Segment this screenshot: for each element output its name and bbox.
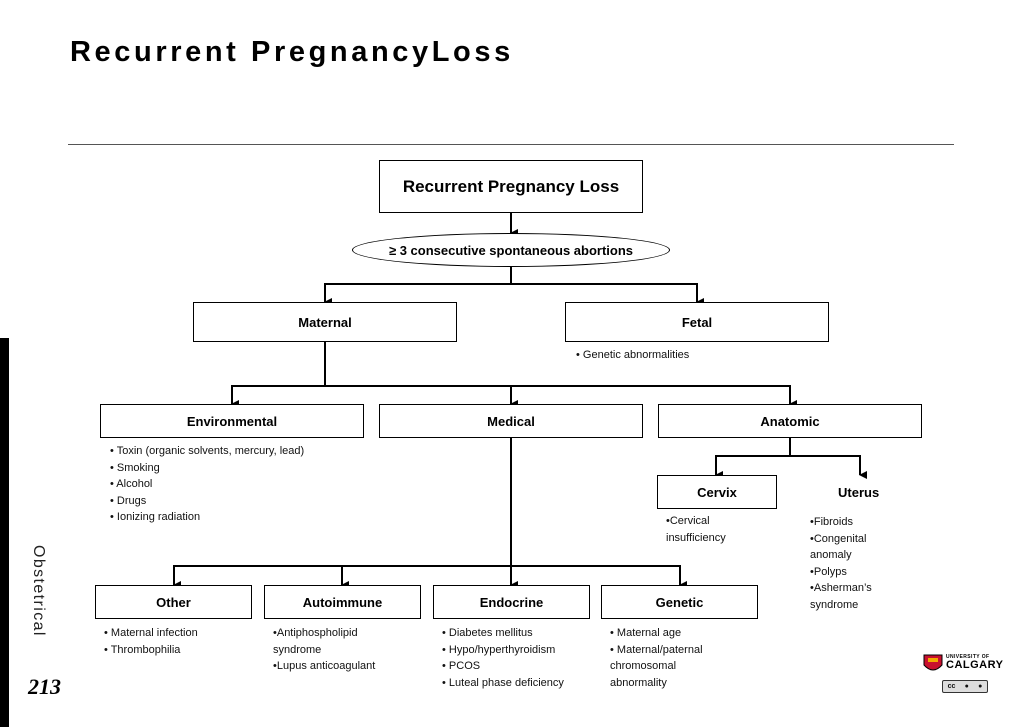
list-item: • Drugs (110, 494, 147, 507)
connector-maternal-anatomic (511, 385, 797, 408)
endocrine-list: • Diabetes mellitus • Hypo/hyperthyroidi… (442, 625, 564, 691)
list-item: • PCOS (442, 660, 481, 672)
connector-anatomic-cervix (715, 438, 791, 479)
connector-medical-genetic (511, 565, 687, 589)
list-item: • Smoking (110, 461, 160, 474)
environmental-list: • Toxin (organic solvents, mercury, lead… (110, 443, 304, 526)
list-item: •Antiphospholipid syndrome (273, 627, 358, 656)
list-item: • Genetic abnormalities (576, 349, 690, 361)
cervix-box: Cervix (657, 475, 777, 509)
list-item: • Maternal infection (104, 627, 198, 639)
noncommercial-icon: ● (978, 683, 983, 690)
list-item: • Maternal/paternal chromosomal abnormal… (610, 643, 703, 689)
list-item: • Alcohol (110, 478, 153, 490)
other-list: • Maternal infection • Thrombophilia (104, 625, 198, 658)
list-item: •Cervical insufficiency (666, 515, 726, 544)
fetal-list: • Genetic abnormalities (576, 347, 689, 364)
list-item: •Fibroids (810, 516, 853, 528)
logo-bottom-text: CALGARY (946, 659, 1004, 671)
maternal-box: Maternal (193, 302, 457, 342)
list-item: •Congenital anomaly (810, 532, 867, 562)
list-item: • Toxin (organic solvents, mercury, lead… (110, 445, 305, 457)
genetic-box: Genetic (601, 585, 758, 619)
uterus-label: Uterus (838, 485, 880, 500)
medical-box: Medical (379, 404, 643, 438)
list-item: • Diabetes mellitus (442, 627, 533, 639)
fetal-box: Fetal (565, 302, 829, 342)
endocrine-box: Endocrine (433, 585, 590, 619)
list-item: • Luteal phase deficiency (442, 676, 564, 689)
university-crest-icon (923, 654, 943, 671)
list-item: • Ionizing radiation (110, 511, 201, 523)
other-box: Other (95, 585, 252, 619)
connector-maternal-environmental (231, 342, 326, 408)
list-item: • Maternal age (610, 627, 682, 639)
cc-icon: cc (947, 683, 956, 690)
slide-title: Recurrent PregnancyLoss (70, 36, 514, 68)
connector-definition-maternal (324, 267, 512, 306)
list-item: •Polyps (810, 565, 847, 578)
list-item: •Asherman’s syndrome (810, 582, 872, 611)
page-number: 213 (28, 674, 61, 699)
definition-ellipse: ≥ 3 consecutive spontaneous abortions (352, 233, 670, 267)
anatomic-box: Anatomic (658, 404, 922, 438)
root-box: Recurrent Pregnancy Loss (379, 160, 643, 213)
connector-definition-fetal (511, 283, 704, 306)
connector-medical-other (173, 565, 511, 589)
creative-commons-badge: cc ● ● (942, 680, 988, 693)
connector-anatomic-uterus (790, 455, 867, 479)
environmental-box: Environmental (100, 404, 364, 438)
autoimmune-box: Autoimmune (264, 585, 421, 619)
logo-top-text: UNIVERSITY OF (946, 654, 990, 660)
list-item: • Hypo/hyperthyroidism (442, 643, 556, 656)
list-item: • Thrombophilia (104, 643, 181, 656)
autoimmune-list: •Antiphospholipid syndrome •Lupus antico… (273, 625, 393, 675)
title-divider (68, 144, 954, 145)
cervix-list: •Cervical insufficiency (666, 513, 762, 546)
genetic-list: • Maternal age • Maternal/paternal chrom… (610, 625, 735, 691)
section-label: Obstetrical (30, 545, 47, 637)
uterus-list: •Fibroids •Congenital anomaly •Polyps •A… (810, 514, 890, 613)
attribution-icon: ● (964, 683, 969, 690)
list-item: •Lupus anticoagulant (273, 660, 376, 672)
side-accent-bar (0, 338, 9, 727)
university-logo: UNIVERSITY OF CALGARY (946, 655, 1003, 671)
